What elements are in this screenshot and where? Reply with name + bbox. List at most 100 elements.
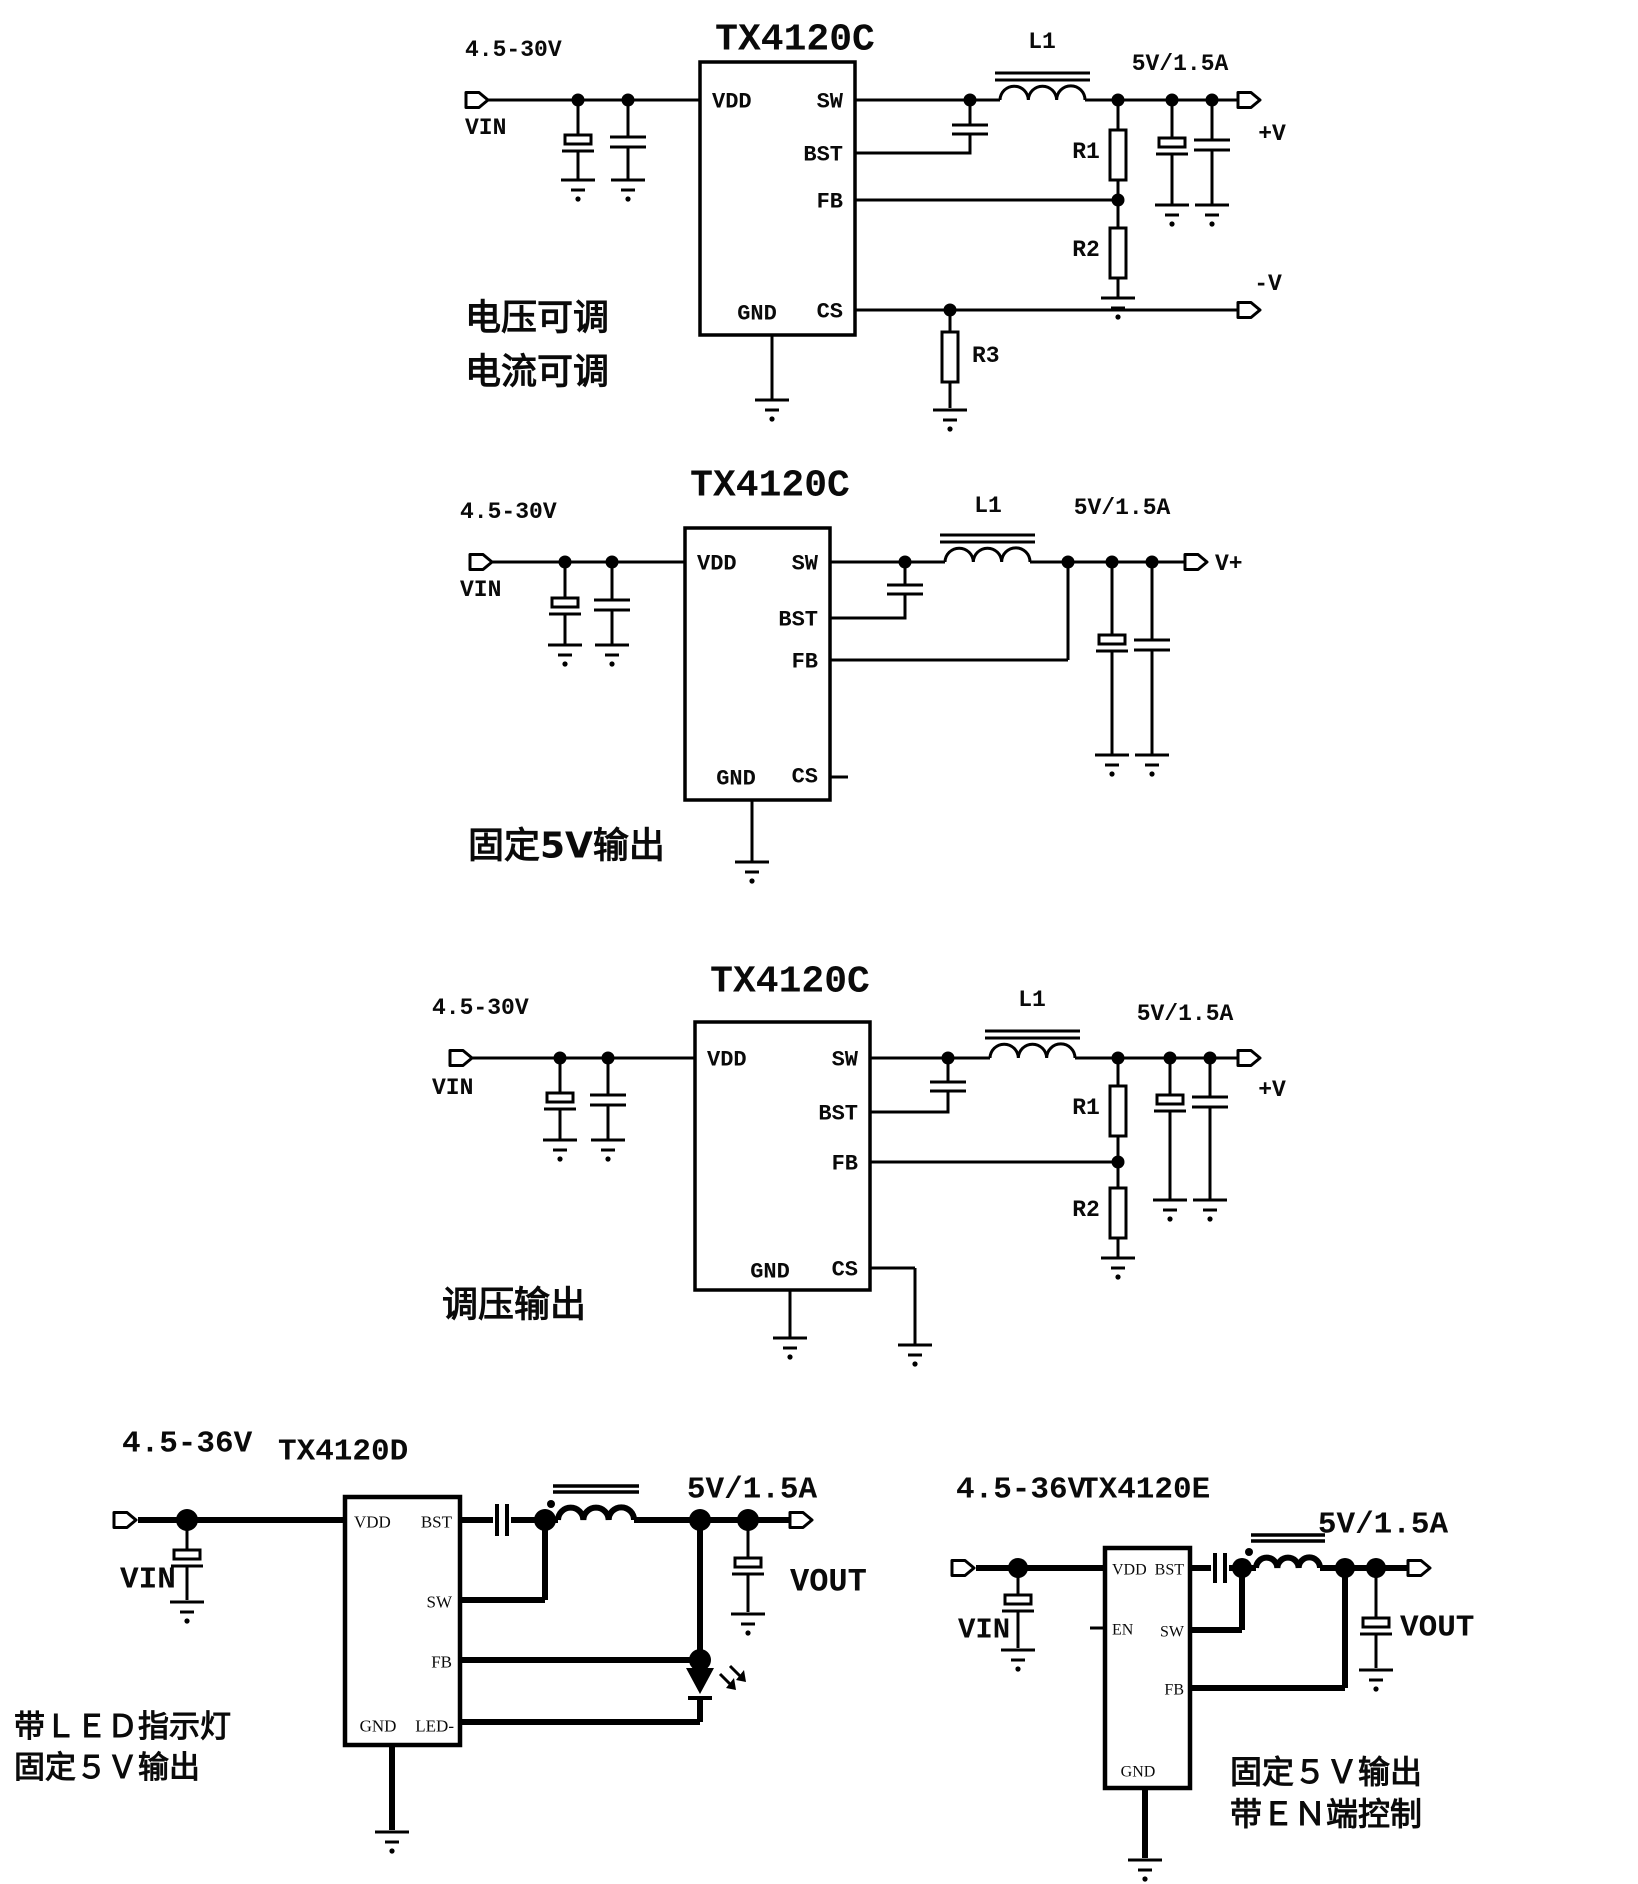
input-voltage-label: 4.5-30V: [465, 37, 562, 63]
resistor-label-r1: R1: [1072, 139, 1100, 165]
resistor-label-r2: R2: [1072, 1197, 1100, 1223]
inductor-label: L1: [974, 493, 1002, 519]
inductor-polarity-dot: [547, 1500, 555, 1508]
circuit-tx4120e-en: 4.5-36V TX4120E VDD BST EN SW FB GND VIN…: [950, 1473, 1474, 1884]
pin-label-bst: BST: [778, 608, 818, 633]
output-rating: 5V/1.5A: [1318, 1508, 1449, 1543]
input-voltage-label: 4.5-30V: [432, 995, 529, 1021]
output-rating: 5V/1.5A: [1137, 1001, 1234, 1027]
caption-adjustable-output: 调压输出: [442, 1285, 586, 1326]
bst-capacitor: [930, 1080, 966, 1093]
vin-label: VIN: [432, 1075, 473, 1101]
resistor-label-r1: R1: [1072, 1095, 1100, 1121]
circuit-tx4120c-adjustable: TX4120C 4.5-30V VIN VDD SW BST FB GND CS…: [464, 19, 1286, 434]
cap-branch-wires: [1016, 1568, 1378, 1668]
junction-dots: [176, 1509, 759, 1671]
inductor-core: [1251, 1533, 1325, 1543]
pin-label-vdd: VDD: [707, 1048, 747, 1073]
bst-capacitor: [887, 583, 923, 596]
inductor-coil: [998, 84, 1087, 101]
led-diode-triangle: [686, 1668, 714, 1694]
led-arrowhead: [736, 1670, 746, 1682]
caption-fixed-5v: 固定５Ｖ输出: [1230, 1753, 1422, 1791]
pin-label-sw: SW: [427, 1593, 453, 1612]
inductor-core: [995, 71, 1090, 82]
pin-label-sw: SW: [792, 552, 819, 577]
vout-label: VOUT: [790, 1564, 867, 1601]
ic-box: [683, 526, 832, 802]
resistor-r1: [1108, 128, 1128, 182]
inductor-core: [553, 1484, 639, 1494]
output-label: V+: [1215, 551, 1243, 577]
vin-label: VIN: [460, 577, 501, 603]
ic-title: TX4120D: [278, 1435, 408, 1470]
junction-dots: [571, 93, 1219, 317]
pin-label-bst: BST: [818, 1102, 858, 1127]
pin-label-gnd: GND: [716, 767, 756, 792]
caption-fixed-5v: 固定5V输出: [468, 826, 665, 867]
output-rating: 5V/1.5A: [687, 1473, 818, 1508]
resistor-label-r3: R3: [972, 343, 1000, 369]
cap-branch-wires: [185, 1520, 750, 1612]
ic-title: TX4120C: [715, 19, 875, 62]
output-pos-label: +V: [1258, 121, 1286, 147]
pin-label-sw: SW: [832, 1048, 859, 1073]
junction-dots: [553, 1051, 1217, 1169]
pin-label-gnd: GND: [360, 1717, 397, 1736]
circuit-tx4120d-led: 4.5-36V TX4120D VDD BST SW FB GND LED- V…: [14, 1427, 867, 1856]
caption-voltage-adjustable: 电压可调: [465, 298, 609, 339]
pin-label-gnd: GND: [750, 1260, 790, 1285]
pin-label-sw: SW: [817, 90, 844, 115]
inductor-core: [940, 533, 1035, 544]
junction-dots: [1008, 1558, 1386, 1578]
inductor-coil: [988, 1042, 1077, 1059]
pin-label-vdd: VDD: [697, 552, 737, 577]
bst-series-capacitor: [1213, 1553, 1227, 1583]
circuit-tx4120c-adjustable-output: TX4120C 4.5-30V VIN VDD SW BST FB GND CS…: [432, 961, 1286, 1369]
bst-series-capacitor: [495, 1504, 509, 1536]
pin-label-bst: BST: [803, 143, 843, 168]
pin-label-fb: FB: [431, 1653, 452, 1672]
inductor-coil: [1253, 1554, 1323, 1569]
inductor-polarity-dot: [1245, 1548, 1253, 1556]
pin-label-vdd: VDD: [354, 1513, 391, 1532]
ic-box: [693, 1020, 872, 1292]
ic-box: [342, 1494, 463, 1748]
pin-label-en: EN: [1112, 1622, 1134, 1639]
vin-label: VIN: [958, 1614, 1010, 1647]
junction-dots: [558, 555, 1159, 569]
ic-title: TX4120E: [1080, 1473, 1210, 1508]
pin-label-bst: BST: [1155, 1562, 1185, 1579]
pin-label-sw: SW: [1160, 1624, 1185, 1641]
output-rating: 5V/1.5A: [1132, 51, 1229, 77]
wires: [488, 98, 1238, 408]
inductor-coil: [555, 1504, 637, 1521]
led-emission-arrows: [718, 1664, 743, 1687]
inductor-l1: [995, 71, 1090, 101]
resistor-r2: [1108, 1186, 1128, 1240]
pin-label-gnd: GND: [1121, 1764, 1156, 1781]
pin-label-cs: CS: [792, 765, 818, 790]
ic-title: TX4120C: [690, 465, 850, 508]
pin-label-fb: FB: [1164, 1682, 1184, 1699]
input-voltage-label: 4.5-36V: [122, 1427, 253, 1462]
led-indicator: [686, 1664, 746, 1700]
pin-label-fb: FB: [817, 190, 843, 215]
inductor-label: L1: [1028, 29, 1056, 55]
inductor: [1245, 1533, 1325, 1569]
bst-capacitor: [952, 123, 988, 136]
ic-title: TX4120C: [710, 961, 870, 1004]
inductor-l1: [940, 533, 1035, 563]
pin-label-bst: BST: [421, 1513, 453, 1532]
vin-label: VIN: [465, 115, 506, 141]
inductor-label: L1: [1018, 987, 1046, 1013]
wires: [472, 1056, 1238, 1345]
wires: [492, 560, 1185, 862]
caption-en-control: 带ＥＮ端控制: [1230, 1795, 1422, 1833]
circuit-tx4120c-fixed5v: TX4120C 4.5-30V VIN VDD SW BST FB GND CS…: [460, 465, 1243, 886]
resistor-r2: [1108, 226, 1128, 280]
pin-label-cs: CS: [817, 300, 843, 325]
ic-box: [698, 60, 857, 337]
